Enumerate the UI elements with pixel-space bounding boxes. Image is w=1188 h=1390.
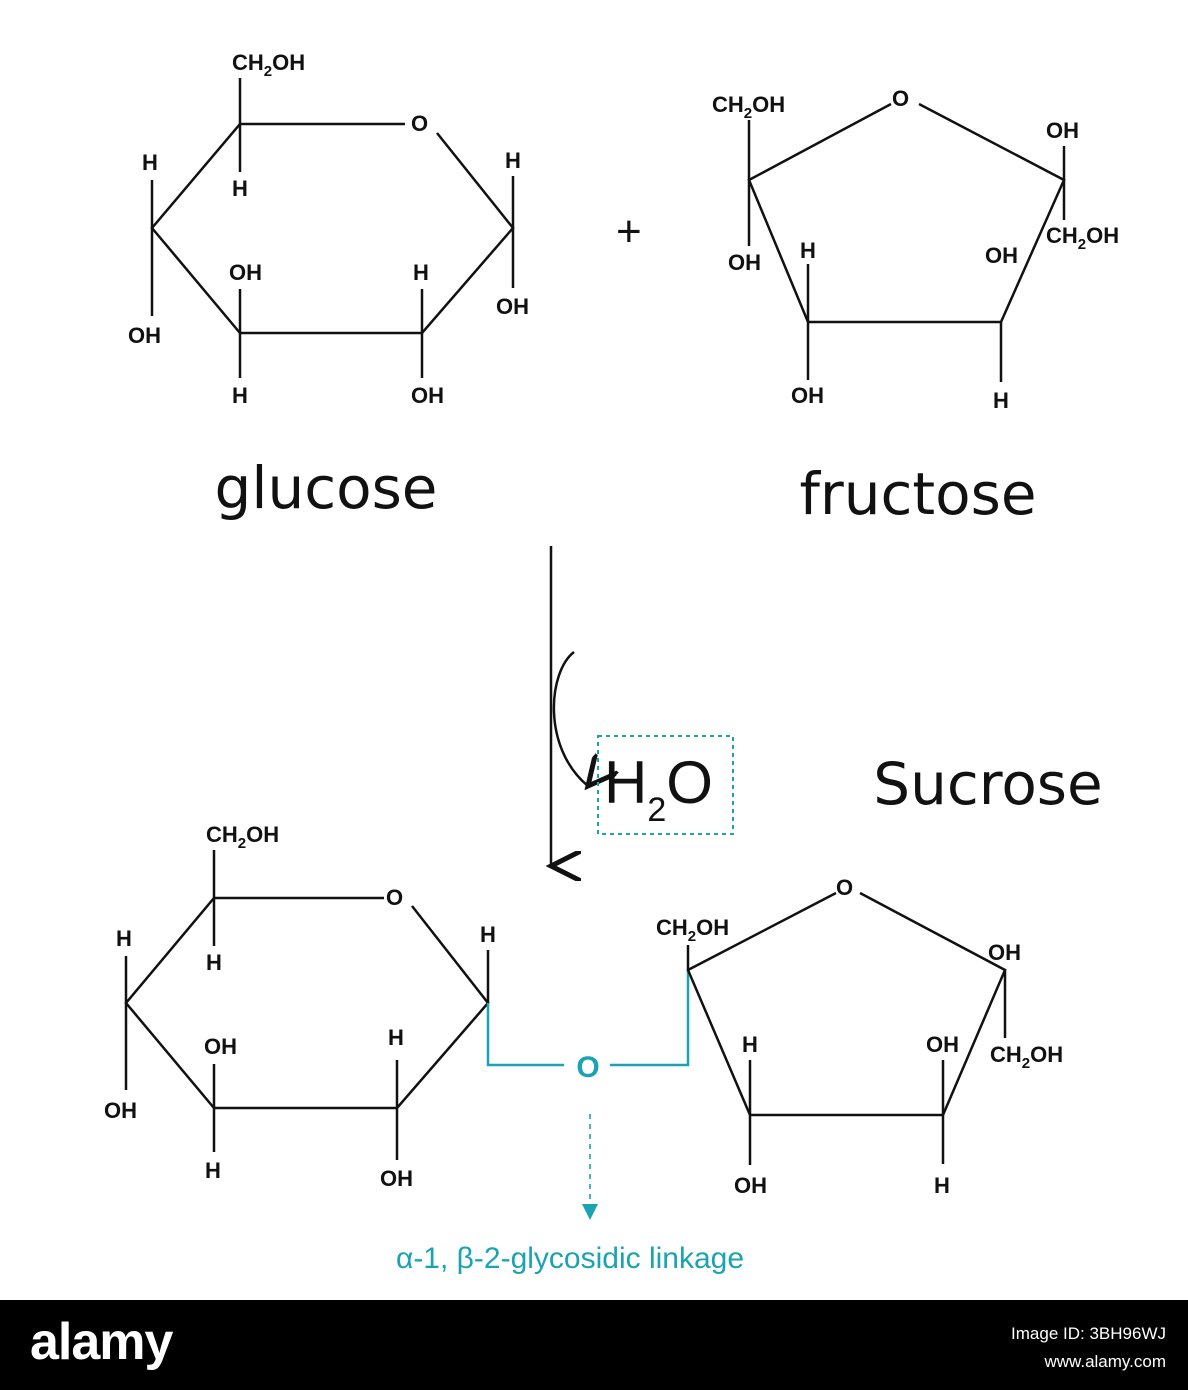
sucrose-fructose-c6-ch2oh: CH2OH	[990, 1042, 1063, 1072]
glucose-ring-oxygen: O	[411, 111, 428, 136]
glucose-c4-oh: OH	[128, 323, 161, 348]
sucrose-glucose-c4-h: H	[116, 926, 132, 951]
sucrose-formation-diagram: CH2OH O H H OH OH H H OH H OH + O CH2OH …	[104, 50, 1119, 1275]
site-url[interactable]: www.alamy.com	[1044, 1352, 1166, 1371]
fructose-c2-oh: OH	[728, 250, 761, 275]
fructose-ring	[747, 102, 1066, 324]
sucrose-fructose-c3-h: H	[742, 1032, 758, 1057]
glucose-label: glucose	[215, 454, 438, 522]
linkage-oxygen: O	[576, 1051, 599, 1084]
sucrose-fructose-ring-oxygen: O	[836, 875, 853, 900]
image-id: Image ID: 3BH96WJ	[1011, 1324, 1166, 1343]
water-formula: H2O	[604, 749, 713, 829]
glucose-c1-oh: OH	[496, 294, 529, 319]
sucrose-fructose-c1-ch2oh: CH2OH	[656, 915, 729, 945]
fructose-c1-ch2oh: CH2OH	[712, 92, 785, 122]
fructose-c5-oh: OH	[1046, 118, 1079, 143]
sucrose-glucose-c4-oh: OH	[104, 1098, 137, 1123]
glucose-ch2oh: CH2OH	[232, 50, 305, 80]
sucrose-label: Sucrose	[873, 750, 1102, 818]
sucrose-glucose-c2-h: H	[388, 1025, 404, 1050]
sucrose-fructose-c5-oh: OH	[988, 940, 1021, 965]
fructose-c3-h: H	[800, 238, 816, 263]
plus-sign: +	[616, 207, 642, 256]
fructose-label: fructose	[799, 460, 1036, 528]
sucrose-glucose-c5-h: H	[206, 950, 222, 975]
glucose-c3-h: H	[232, 383, 248, 408]
sucrose-fructose-unit: O CH2OH H OH OH H OH CH2OH	[656, 875, 1063, 1198]
sucrose-fructose-c4-oh: OH	[926, 1032, 959, 1057]
fructose-structure: O CH2OH OH H OH OH H OH CH2OH	[712, 86, 1119, 413]
sucrose-glucose-ring-oxygen: O	[386, 885, 403, 910]
glucose-c1-h: H	[505, 148, 521, 173]
sucrose-glucose-c2-oh: OH	[380, 1166, 413, 1191]
linkage-caption: α-1, β-2-glycosidic linkage	[396, 1242, 744, 1275]
sucrose-glucose-c1-h: H	[480, 922, 496, 947]
sucrose-glucose-unit: CH2OH O H H OH OH H H OH H	[104, 822, 496, 1191]
glucose-structure: CH2OH O H H OH OH H H OH H OH	[128, 50, 529, 408]
alamy-logo[interactable]: alamy	[30, 1313, 173, 1371]
sucrose-glucose-c3-oh: OH	[204, 1034, 237, 1059]
sucrose-fructose-ring	[686, 891, 1007, 1117]
fructose-ring-oxygen: O	[892, 86, 909, 111]
fructose-c3-oh: OH	[791, 383, 824, 408]
glucose-c2-oh: OH	[411, 383, 444, 408]
sucrose-fructose-c3-oh: OH	[734, 1173, 767, 1198]
sucrose-glucose-ring	[124, 896, 490, 1110]
glucose-c4-h: H	[142, 150, 158, 175]
sucrose-fructose-c4-h: H	[934, 1173, 950, 1198]
water-release-arrow	[552, 651, 588, 786]
glucose-c5-h: H	[232, 176, 248, 201]
stock-footer-bar: alamy Image ID: 3BH96WJ www.alamy.com	[0, 1300, 1188, 1390]
reaction-arrow	[551, 546, 588, 866]
glucose-ring	[150, 122, 515, 335]
glycosidic-linkage: O α-1, β-2-glycosidic linkage	[396, 970, 744, 1275]
glucose-c2-h: H	[413, 260, 429, 285]
fructose-c4-oh: OH	[985, 243, 1018, 268]
sucrose-glucose-c3-h: H	[205, 1158, 221, 1183]
fructose-c6-ch2oh: CH2OH	[1046, 223, 1119, 253]
fructose-c4-h: H	[993, 388, 1009, 413]
sucrose-glucose-ch2oh: CH2OH	[206, 822, 279, 852]
water-box: H2O	[597, 735, 734, 835]
glucose-c3-oh: OH	[229, 260, 262, 285]
